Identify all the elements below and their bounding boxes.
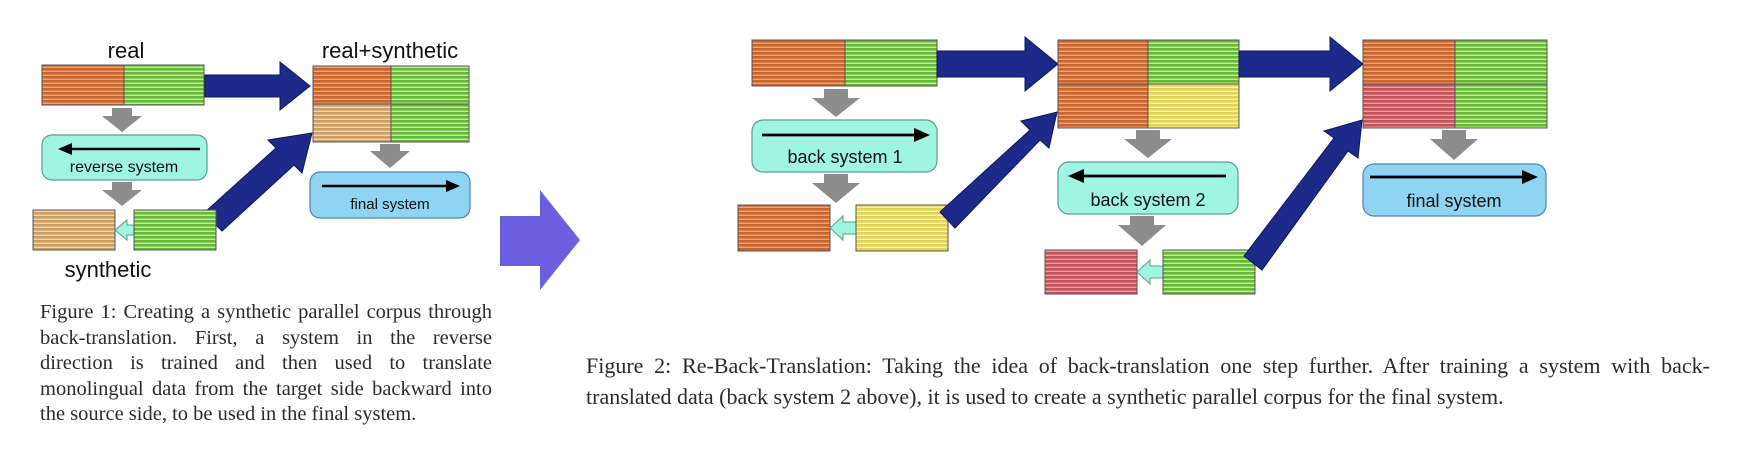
real-target-block [844,39,938,87]
back-system-1-box [751,119,938,173]
real-source-block [312,65,392,105]
flow-arrow [203,132,313,232]
synthetic-source-block [1057,83,1149,129]
down-arrow [1124,130,1172,158]
down-arrow [102,108,142,132]
real-target-block [123,64,205,106]
back-system-2-label: back system 2 [1090,190,1205,210]
flow-arrow [936,35,1059,93]
flow-arrow [939,111,1058,229]
monolingual-target-block [1162,249,1256,295]
monolingual-target-block [1454,83,1548,129]
figure-2-caption: Figure 2: Re-Back-Translation: Taking th… [586,353,1710,409]
synthetic-source-block [1362,83,1456,129]
label-real-synthetic: real+synthetic [322,38,458,63]
left-arrowhead-icon [58,143,72,155]
monolingual-target-block [133,209,217,251]
down-arrow [370,144,410,168]
synthetic-source-block [737,204,831,252]
label-synthetic: synthetic [65,257,152,282]
flow-arrow [204,60,311,112]
real-source-block [1362,39,1456,85]
left-arrow-icon [1136,258,1164,286]
reverse-system-box [41,134,208,181]
real-target-block [1454,39,1548,85]
figure-1: real real+synthetic reverse system synth… [32,38,471,282]
right-arrowhead-icon [1522,170,1538,184]
final-system-box [309,171,471,219]
real-source-block [1057,39,1149,85]
down-arrow [1118,216,1166,246]
figure-1-caption: Figure 1: Creating a synthetic parallel … [40,301,492,425]
left-arrowhead-icon [1068,169,1084,183]
reverse-system-label: reverse system [70,159,178,176]
synthetic-source-block [32,209,116,251]
monolingual-target-block [390,103,470,143]
right-arrowhead-icon [914,128,930,142]
real-target-block [1147,39,1240,85]
final-system-label: final system [350,196,429,213]
right-arrowhead-icon [446,180,460,192]
flow-arrow [1243,119,1363,271]
label-real: real [108,38,145,63]
monolingual-target-block [855,204,949,252]
transition-arrow [500,190,580,290]
figure-2: back system 1 back system 2 [737,35,1548,295]
real-source-block [41,64,125,106]
synthetic-source-block [312,103,392,143]
left-arrow-icon [829,214,857,242]
synthetic-source-block [1044,249,1138,295]
down-arrow [812,89,860,117]
real-target-block [390,65,470,105]
final-system-label: final system [1406,191,1501,211]
back-system-1-label: back system 1 [787,147,902,167]
left-arrow-icon [114,218,135,242]
down-arrow [812,174,860,203]
real-source-block [751,39,846,87]
flow-arrow [1238,35,1364,93]
down-arrow [1430,130,1478,160]
monolingual-target-block [1147,83,1240,129]
down-arrow [102,182,142,206]
